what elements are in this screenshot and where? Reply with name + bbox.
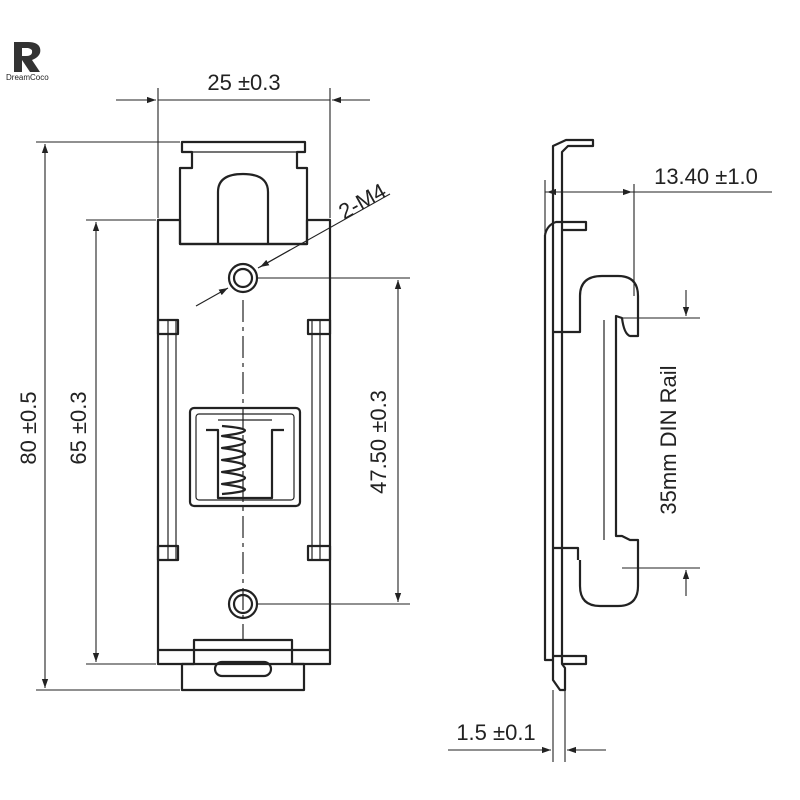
dim-thickness: 1.5 ±0.1 [456, 720, 535, 745]
spring [220, 424, 246, 496]
top-clip [178, 140, 309, 246]
top-clip-slot [216, 172, 270, 244]
dim-hole-callout: 2-M4 [334, 178, 390, 224]
dim-height-total: 80 ±0.5 [16, 391, 41, 464]
side-plate [551, 138, 595, 692]
brand-logo: DreamCoco [6, 42, 49, 82]
dim-width-top: 25 ±0.3 [207, 70, 280, 95]
mounting-hole-top [227, 262, 259, 294]
side-view: 13.40 ±1.0 35mm DIN Rail 1.5 ±0.1 [448, 138, 772, 762]
dim-height-inner: 65 ±0.3 [66, 391, 91, 464]
dim-rail: 35mm DIN Rail [656, 365, 681, 514]
main-plate [156, 218, 332, 666]
dim-hole-pitch: 47.50 ±0.3 [366, 390, 391, 494]
logo-text: DreamCoco [6, 73, 49, 82]
logo-mark [14, 42, 41, 72]
din-rail [578, 274, 640, 608]
dim-depth: 13.40 ±1.0 [654, 164, 758, 189]
front-view: 25 ±0.3 80 ±0.5 65 ±0.3 47.50 ±0.3 2-M4 [16, 70, 410, 692]
bottom-clip-slot [213, 660, 273, 678]
spring-window [188, 406, 302, 508]
bottom-clip [158, 638, 330, 692]
